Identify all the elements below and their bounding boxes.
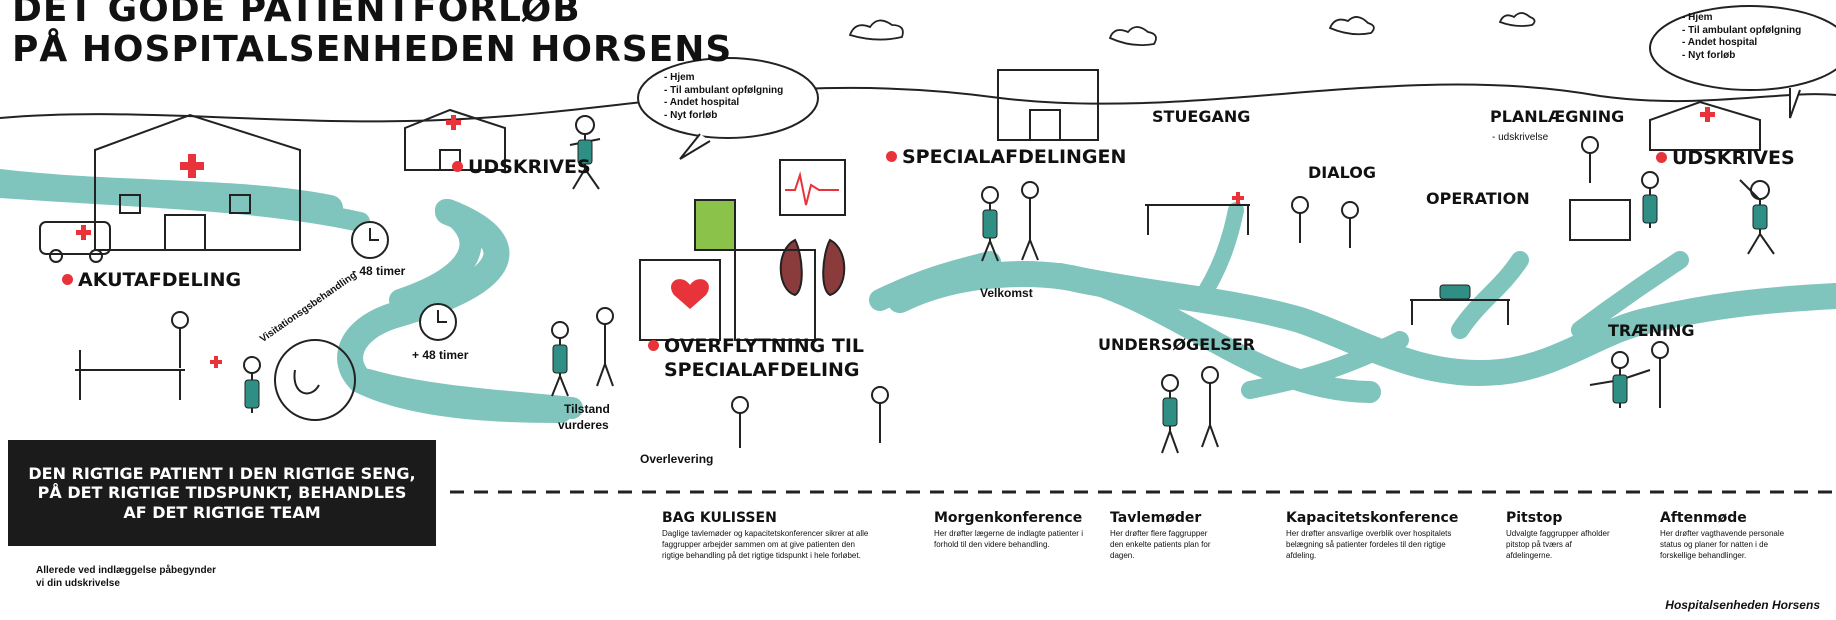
river-branch [389, 199, 482, 311]
red-cross-icon [1232, 192, 1244, 204]
label-specialafdeling: SPECIALAFDELING [664, 359, 860, 381]
backstage-column: Pitstop Udvalgte faggrupper afholder pit… [1506, 510, 1616, 561]
label-vurderes: vurderes [558, 418, 609, 432]
red-cross-icon [180, 154, 204, 178]
label-akutafdeling: AKUTAFDELING [62, 269, 241, 292]
river-branch [0, 178, 370, 232]
page-title-line2: PÅ HOSPITALSENHEDEN HORSENS [12, 29, 733, 70]
backstage-column: Tavlemøder Her drøfter flere faggrupper … [1110, 510, 1220, 561]
label-planlaegning: PLANLÆGNING [1490, 107, 1625, 126]
clock-icon [351, 221, 457, 341]
page-title-line1: DET GODE PATIENTFORLØB [12, 0, 581, 30]
cloud-icon [848, 12, 1536, 47]
red-cross-icon [1700, 107, 1715, 122]
red-cross-icon [210, 356, 222, 368]
bubble-list-right: Hjem Til ambulant opfølgning Andet hospi… [1682, 12, 1802, 63]
bubble-item: Andet hospital [1682, 37, 1801, 50]
river-branch [1571, 251, 1689, 339]
backstage-title: Morgenkonference [934, 510, 1083, 526]
bubble-list-left: Hjem Til ambulant opfølgning Andet hospi… [664, 72, 784, 123]
bubble-item: Til ambulant opfølgning [664, 85, 783, 98]
label-undersoegelser: UNDERSØGELSER [1098, 335, 1256, 354]
label-overflytning: OVERFLYTNING TIL [648, 335, 864, 358]
specialafdeling-building-icon [997, 69, 1099, 141]
landscape-line [0, 83, 1836, 123]
brand-logo: Hospitalsenheden Horsens [1665, 598, 1820, 612]
backstage-column: Aftenmøde Her drøfter vagthavende person… [1660, 510, 1790, 561]
label-tilstand: Tilstand [564, 402, 610, 416]
label-operation: OPERATION [1426, 189, 1530, 208]
label-minus-48-timer: - 48 timer [352, 264, 406, 278]
backstage-column: Morgenkonference Her drøfter lægerne de … [934, 510, 1089, 551]
house-icon [404, 108, 506, 171]
mission-line2: PÅ DET RIGTIGE TIDSPUNKT, BEHANDLES [37, 483, 407, 503]
stethoscope-icon [293, 369, 320, 395]
backstage-text: Her drøfter flere faggrupper den enkelte… [1110, 529, 1211, 560]
backstage-title: Pitstop [1506, 510, 1563, 526]
river-branch [869, 251, 1001, 311]
mission-line1: DEN RIGTIGE PATIENT I DEN RIGTIGE SENG, [28, 464, 416, 484]
mission-line3: AF DET RIGTIGE TEAM [123, 502, 321, 522]
label-dialog: DIALOG [1308, 163, 1376, 182]
red-cross-icon [76, 225, 91, 240]
label-velkomst: Velkomst [980, 286, 1033, 300]
bubble-item: Nyt forløb [1682, 50, 1801, 63]
medical-collage [639, 159, 846, 341]
label-plus-48-timer: + 48 timer [412, 348, 469, 362]
ambulance-icon [39, 221, 111, 263]
footnote: Allerede ved indlæggelse påbegynder vi d… [36, 565, 217, 589]
bubble-item: Nyt forløb [664, 110, 783, 123]
backstage-text: Daglige tavlemøder og kapacitetskonferen… [662, 529, 869, 560]
label-traening: TRÆNING [1608, 321, 1695, 340]
bubble-item: Andet hospital [664, 97, 783, 110]
backstage-column: Kapacitetskonference Her drøfter ansvarl… [1286, 510, 1464, 561]
backstage-title: Aftenmøde [1660, 510, 1747, 526]
bubble-item: Hjem [664, 72, 783, 85]
bubble-tail [1789, 88, 1801, 119]
stethoscope-icon [274, 339, 356, 421]
house-icon [1649, 100, 1761, 151]
label-planlaegning-sub: - udskrivelse [1492, 132, 1549, 143]
river-branch [1049, 263, 1381, 403]
backstage-text: Her drøfter ansvarlige overblik over hos… [1286, 529, 1452, 560]
mission-statement-box: DEN RIGTIGE PATIENT I DEN RIGTIGE SENG, … [8, 440, 436, 546]
bubble-item: Hjem [1682, 12, 1801, 25]
backstage-column: BAG KULISSEN Daglige tavlemøder og kapac… [662, 510, 877, 561]
label-overlevering: Overlevering [640, 452, 714, 466]
label-specialafdelingen: SPECIALAFDELINGEN [886, 146, 1126, 169]
heart-icon [671, 279, 709, 309]
bubble-item: Til ambulant opfølgning [1682, 25, 1801, 38]
river-branch [1241, 331, 1409, 399]
backstage-title: BAG KULISSEN [662, 510, 777, 526]
label-stuegang: STUEGANG [1152, 107, 1251, 126]
river-branch [357, 369, 583, 419]
hospital-building-icon [94, 113, 301, 251]
bubble-tail [679, 133, 711, 160]
label-udskrives-right: UDSKRIVES [1656, 147, 1795, 170]
river-branch [1451, 251, 1529, 339]
teal-clothing [244, 139, 1768, 427]
backstage-title: Kapacitetskonference [1286, 510, 1459, 526]
person-figures [171, 115, 1775, 454]
backstage-text: Her drøfter lægerne de indlagte patiente… [934, 529, 1083, 549]
backstage-title: Tavlemøder [1110, 510, 1202, 526]
backstage-text: Her drøfter vagthavende personale status… [1660, 529, 1785, 560]
backstage-text: Udvalgte faggrupper afholder pitstop på … [1506, 529, 1610, 560]
bed-icon [75, 199, 1631, 400]
river-branch [1192, 202, 1244, 308]
label-udskrives-left: UDSKRIVES [452, 156, 591, 179]
red-cross-icon [446, 115, 461, 130]
